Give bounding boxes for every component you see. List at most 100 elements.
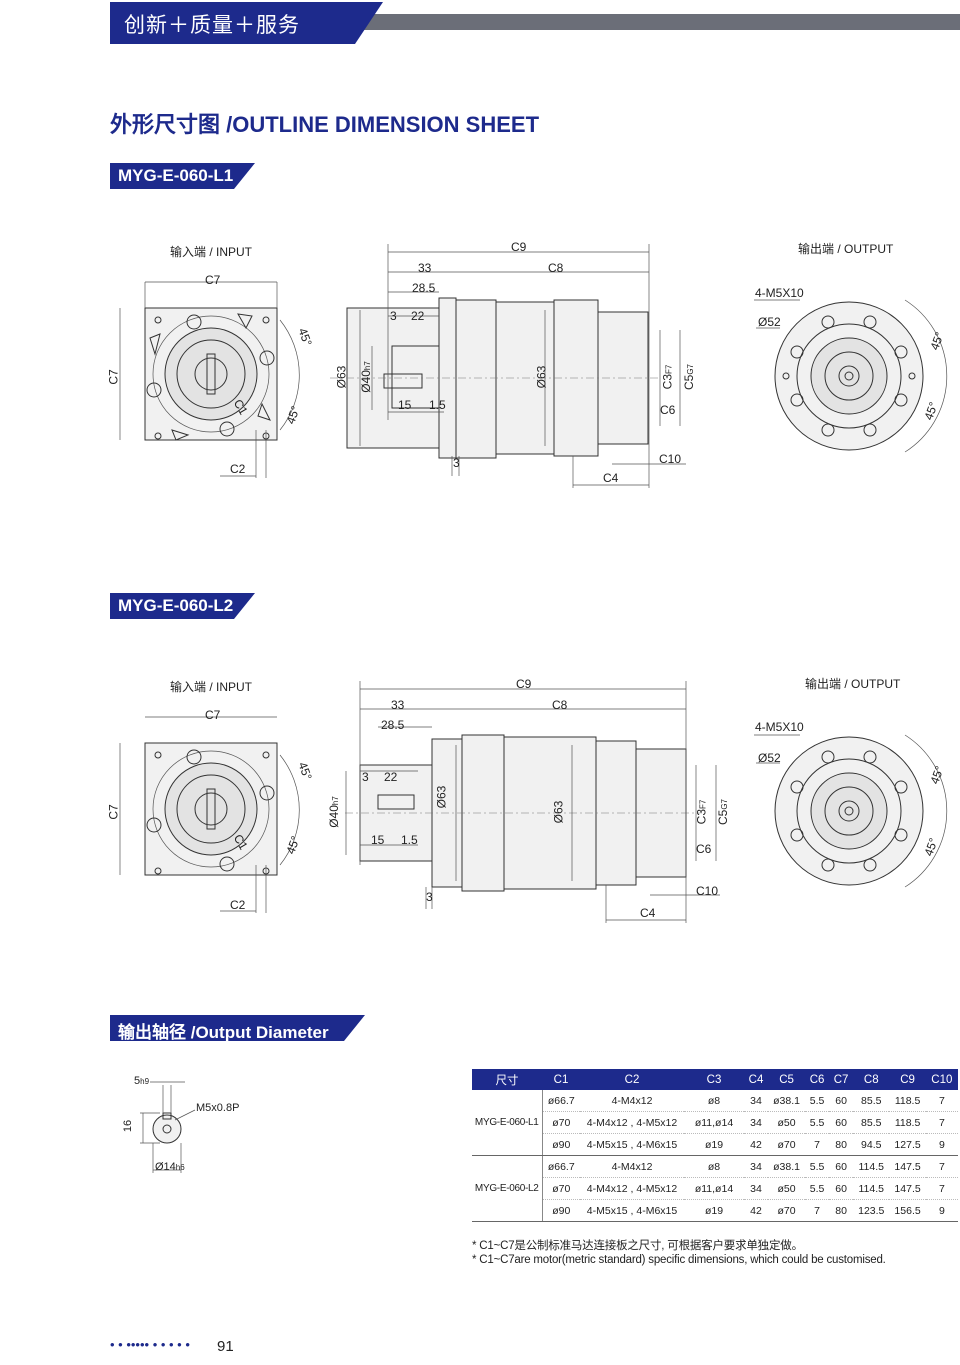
dim-c10: C10: [659, 452, 682, 466]
table-cell: 123.5: [853, 1199, 890, 1222]
output-flange-view: [754, 299, 948, 453]
table-cell: ø90: [542, 1133, 580, 1156]
table-cell: 7: [805, 1133, 830, 1156]
table-cell: 7: [925, 1090, 958, 1112]
dim-28-5: 28.5: [412, 281, 436, 295]
table-cell: 4-M5x15 , 4-M6x15: [580, 1133, 684, 1156]
note-english: * C1~C7are motor(metric standard) specif…: [472, 1254, 886, 1266]
table-cell: 85.5: [853, 1090, 890, 1112]
table-cell: 4-M4x12: [580, 1155, 684, 1178]
table-cell: 4-M5x15 , 4-M6x15: [580, 1199, 684, 1222]
table-cell: 42: [744, 1199, 769, 1222]
col-header: C8: [853, 1069, 890, 1090]
model-tag-l2-text: MYG-E-060-L2: [118, 596, 234, 615]
col-header: C4: [744, 1069, 769, 1090]
dim-22: 22: [411, 309, 425, 323]
shaft-dia-label: Ø14h6: [155, 1161, 185, 1173]
table-cell: ø90: [542, 1199, 580, 1222]
dim-dia40: Ø40h7: [326, 796, 341, 828]
table-cell: 60: [829, 1090, 854, 1112]
table-cell: 85.5: [853, 1111, 890, 1134]
table-cell: ø8: [684, 1090, 744, 1112]
dim-1-5: 1.5: [429, 398, 446, 412]
dim-dia52: Ø52: [758, 751, 781, 765]
table-cell: ø19: [684, 1133, 744, 1156]
table-cell: 34: [744, 1090, 769, 1112]
col-header: C1: [542, 1069, 580, 1090]
dim-dia63: Ø63: [534, 365, 549, 389]
table-cell: 80: [829, 1199, 854, 1222]
model-tag-l1: MYG-E-060-L1: [110, 163, 255, 189]
table-cell: 4-M4x12: [580, 1090, 684, 1112]
table-cell: 4-M4x12 , 4-M5x12: [580, 1111, 684, 1134]
table-cell: ø19: [684, 1199, 744, 1222]
table-cell: ø38.1: [768, 1090, 806, 1112]
dim-dia63-left: Ø63: [434, 785, 449, 809]
table-cell: 114.5: [853, 1155, 890, 1178]
table-cell: 60: [829, 1111, 854, 1134]
dim-c4: C4: [603, 471, 619, 485]
col-header: C10: [925, 1069, 958, 1090]
dim-c9: C9: [511, 240, 527, 254]
dim-dia63: Ø63: [551, 800, 566, 824]
table-cell: 34: [744, 1177, 769, 1200]
table-cell: 9: [925, 1133, 958, 1156]
output-label: 输出端 / OUTPUT: [798, 242, 894, 256]
col-header: C3: [684, 1069, 744, 1090]
drawing-l1: [119, 244, 948, 488]
table-cell: 5.5: [805, 1155, 830, 1178]
dim-c5: C5G7: [682, 363, 697, 391]
dim-c4: C4: [640, 906, 656, 920]
table-cell: 7: [925, 1177, 958, 1200]
dim-dia63-left: Ø63: [334, 365, 349, 389]
table-cell: 60: [829, 1155, 854, 1178]
side-view: [345, 681, 720, 923]
col-header: C7: [829, 1069, 854, 1090]
table-cell: 7: [925, 1155, 958, 1178]
table-cell: 42: [744, 1133, 769, 1156]
table-cell: 118.5: [889, 1090, 926, 1112]
dim-c5: C5G7: [716, 798, 731, 826]
dim-holes: 4-M5X10: [755, 720, 804, 734]
dim-c7-top: C7: [205, 708, 221, 722]
dim-1-5: 1.5: [401, 833, 418, 847]
table-cell: 5.5: [805, 1090, 830, 1112]
model-tag-l2: MYG-E-060-L2: [110, 593, 255, 619]
drawing-l2: [119, 681, 948, 923]
table-cell: ø50: [768, 1111, 806, 1134]
dim-c10: C10: [696, 884, 719, 898]
table-cell: 4-M4x12 , 4-M5x12: [580, 1177, 684, 1200]
dim-15: 15: [398, 398, 412, 412]
table-cell: 60: [829, 1177, 854, 1200]
dim-c2: C2: [230, 898, 246, 912]
input-flange-view: [119, 716, 300, 913]
dim-holes: 4-M5X10: [755, 286, 804, 300]
footer-dots: • • ••••• • • • • •: [110, 1337, 190, 1352]
table-cell: ø70: [768, 1133, 806, 1156]
col-header: C5: [768, 1069, 806, 1090]
dim-3: 3: [362, 770, 369, 784]
input-label: 输入端 / INPUT: [170, 245, 253, 259]
col-header: C9: [889, 1069, 926, 1090]
dim-dia40: Ø40h7: [358, 361, 373, 393]
dim-c8: C8: [548, 261, 564, 275]
output-shaft-drawing: [140, 1081, 196, 1173]
model-cell: MYG-E-060-L2: [472, 1155, 543, 1222]
table-row: MYG-E-060-L2 ø66.7 4-M4x12 ø8 34 ø38.1 5…: [472, 1155, 958, 1222]
table-row: ø70 4-M4x12 , 4-M5x12 ø11,ø14 34 ø50 5.5…: [472, 1177, 958, 1200]
table-cell: 80: [829, 1133, 854, 1156]
table-cell: ø66.7: [542, 1155, 580, 1178]
input-label: 输入端 / INPUT: [170, 680, 253, 694]
table-cell: 147.5: [889, 1177, 926, 1200]
table-row: ø90 4-M5x15 , 4-M6x15 ø19 42 ø70 7 80 94…: [472, 1133, 958, 1156]
dim-33: 33: [391, 698, 405, 712]
dim-c6: C6: [660, 403, 676, 417]
dim-c8: C8: [552, 698, 568, 712]
dim-3: 3: [390, 309, 397, 323]
table-cell: 114.5: [853, 1177, 890, 1200]
output-label: 输出端 / OUTPUT: [805, 677, 901, 691]
table-cell: ø50: [768, 1177, 806, 1200]
input-flange-view: [119, 281, 300, 478]
dim-c7-side: C7: [106, 369, 121, 385]
table-cell: ø38.1: [768, 1155, 806, 1178]
